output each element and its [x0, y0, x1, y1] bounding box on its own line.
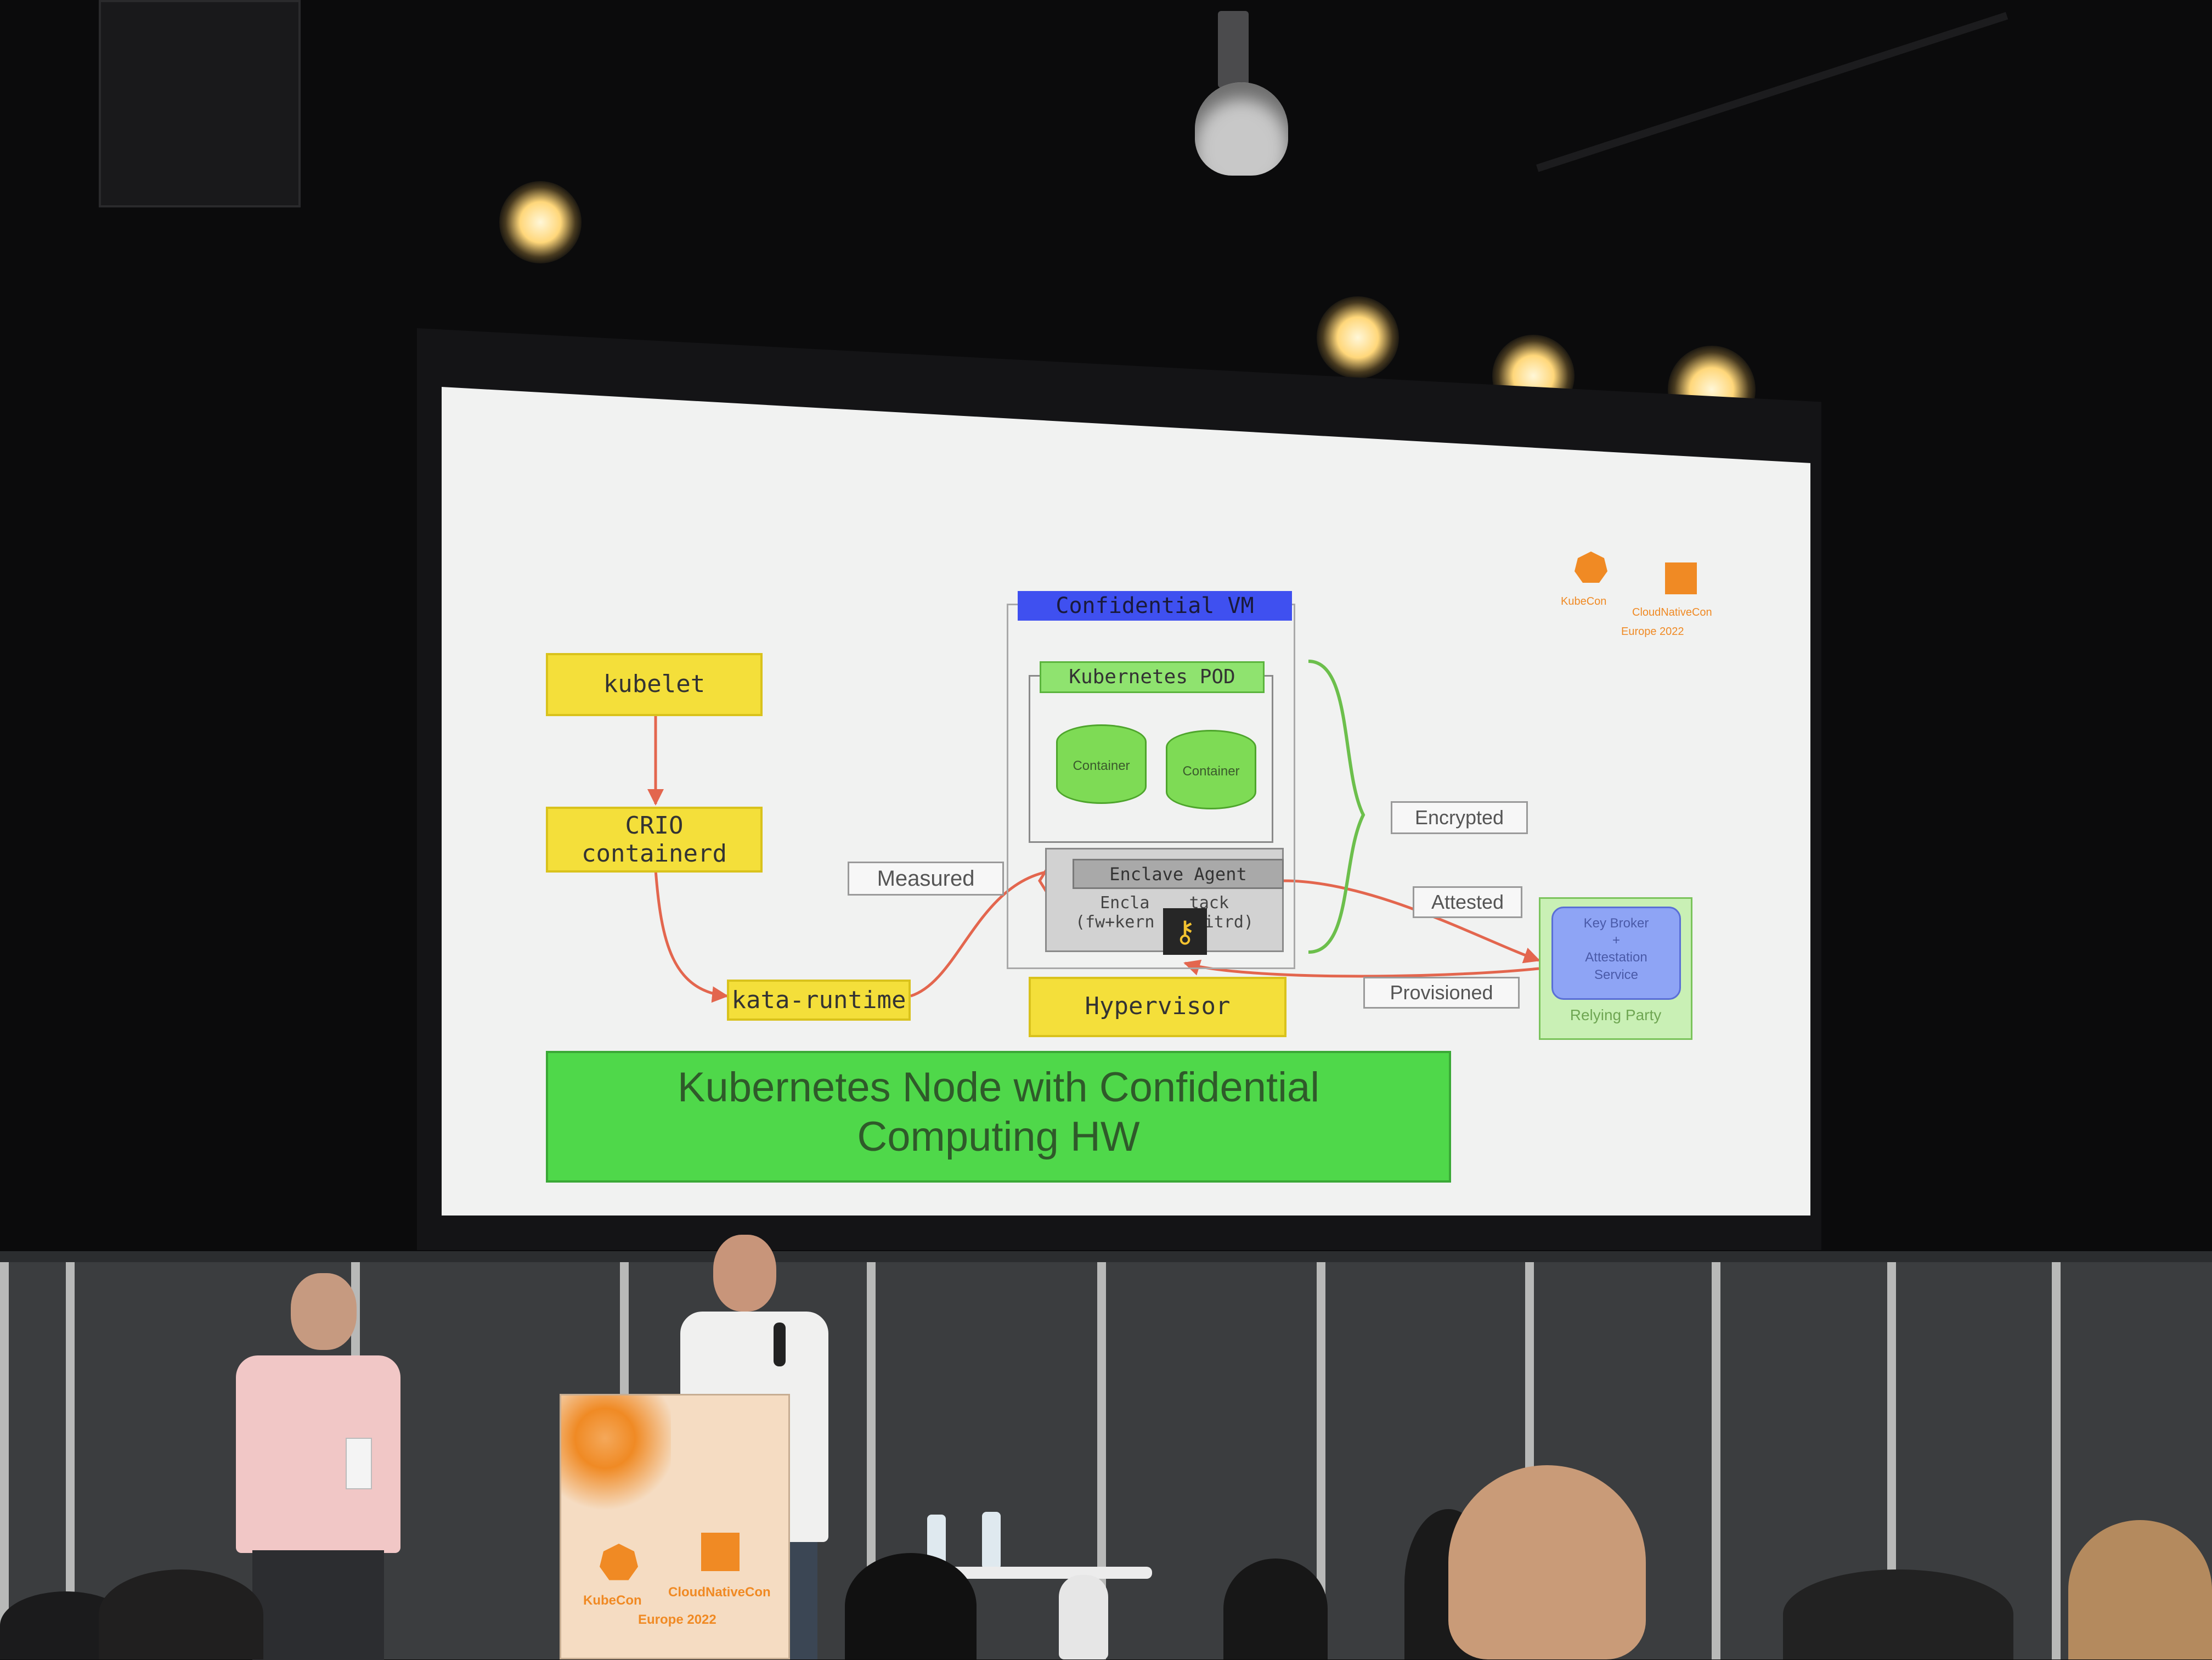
key-broker-line-2: +	[1612, 933, 1620, 948]
slide-banner: Kubernetes Node with Confidential Comput…	[546, 1051, 1451, 1183]
relying-party-box: Key Broker + Attestation Service Relying…	[1539, 897, 1692, 1040]
logo-cloudnativecon-text: CloudNativeCon	[1632, 606, 1712, 618]
enclave-stack-line-2: (fw+kern nitrd)	[1075, 913, 1254, 932]
crio-containerd-box: CRIO containerd	[546, 807, 763, 873]
podium-cloudnativecon-text: CloudNativeCon	[668, 1585, 771, 1600]
water-bottle-2	[982, 1512, 1001, 1569]
arrow-kata-to-agent	[910, 862, 1069, 998]
audience-head-3	[845, 1553, 977, 1659]
podium: KubeCon CloudNativeCon Europe 2022	[560, 1394, 790, 1659]
microphone	[774, 1323, 786, 1366]
ceiling-truss	[1536, 12, 2008, 172]
presentation-slide: KubeCon CloudNativeCon Europe 2022 Confi…	[442, 387, 1810, 1216]
side-table-stand	[1059, 1575, 1108, 1659]
speaker-left	[230, 1273, 406, 1660]
podium-edition-text: Europe 2022	[638, 1612, 716, 1627]
kubernetes-pod-title: Kubernetes POD	[1040, 661, 1265, 693]
podium-cloudnativecon-icon	[701, 1533, 740, 1571]
ceiling-speaker	[99, 0, 301, 207]
key-broker-service-box: Key Broker + Attestation Service	[1551, 907, 1681, 1000]
audience-head-bald	[1448, 1465, 1646, 1659]
spotlight-2	[1317, 296, 1399, 379]
spotlight-1	[499, 181, 582, 263]
encrypted-label: Encrypted	[1391, 801, 1528, 834]
hypervisor-box: Hypervisor	[1029, 977, 1286, 1037]
podium-kubecon-text: KubeCon	[583, 1593, 642, 1608]
speaker-left-badge	[346, 1438, 372, 1489]
speaker-left-trousers	[252, 1550, 384, 1660]
speaker-left-shirt	[236, 1355, 400, 1553]
crio-label: CRIO	[625, 812, 684, 840]
audience-head-6	[1783, 1569, 2013, 1659]
cloudnativecon-icon	[1665, 562, 1697, 594]
arrow-containerd-to-kata	[654, 869, 729, 1003]
pendant-lamp-shade	[1195, 82, 1288, 176]
encrypted-brace	[1308, 660, 1365, 954]
audience-head-4	[1223, 1558, 1328, 1659]
speaker-left-head	[291, 1273, 357, 1350]
container-1: Container	[1056, 724, 1147, 804]
audience-head-2	[99, 1569, 263, 1659]
key-icon: ⚷	[1163, 908, 1207, 955]
provisioned-label: Provisioned	[1363, 977, 1520, 1009]
attested-label: Attested	[1413, 886, 1522, 918]
logo-kubecon-text: KubeCon	[1561, 595, 1607, 607]
measured-label: Measured	[848, 862, 1004, 896]
confidential-vm-title: Confidential VM	[1018, 591, 1292, 621]
logo-edition-text: Europe 2022	[1621, 626, 1684, 638]
banner-line-1: Kubernetes Node with Confidential	[677, 1064, 1320, 1111]
audience-head-7	[2068, 1520, 2212, 1659]
containerd-label: containerd	[582, 839, 727, 868]
podium-kubecon-icon	[600, 1544, 638, 1580]
key-broker-line-4: Service	[1594, 967, 1639, 982]
relying-party-label: Relying Party	[1570, 1006, 1662, 1023]
kubecon-logo: KubeCon CloudNativeCon Europe 2022	[1555, 552, 1720, 645]
key-broker-line-1: Key Broker	[1583, 916, 1649, 931]
pendant-lamp-housing	[1218, 11, 1249, 88]
speaker-center-head	[713, 1235, 776, 1312]
key-broker-line-3: Attestation	[1585, 950, 1647, 965]
container-2: Container	[1166, 730, 1256, 809]
kubelet-box: kubelet	[546, 653, 763, 716]
enclave-agent-box: Enclave Agent	[1073, 859, 1284, 889]
kata-runtime-box: kata-runtime	[727, 980, 911, 1021]
banner-line-2: Computing HW	[857, 1113, 1140, 1160]
podium-floral-decoration	[561, 1395, 671, 1538]
